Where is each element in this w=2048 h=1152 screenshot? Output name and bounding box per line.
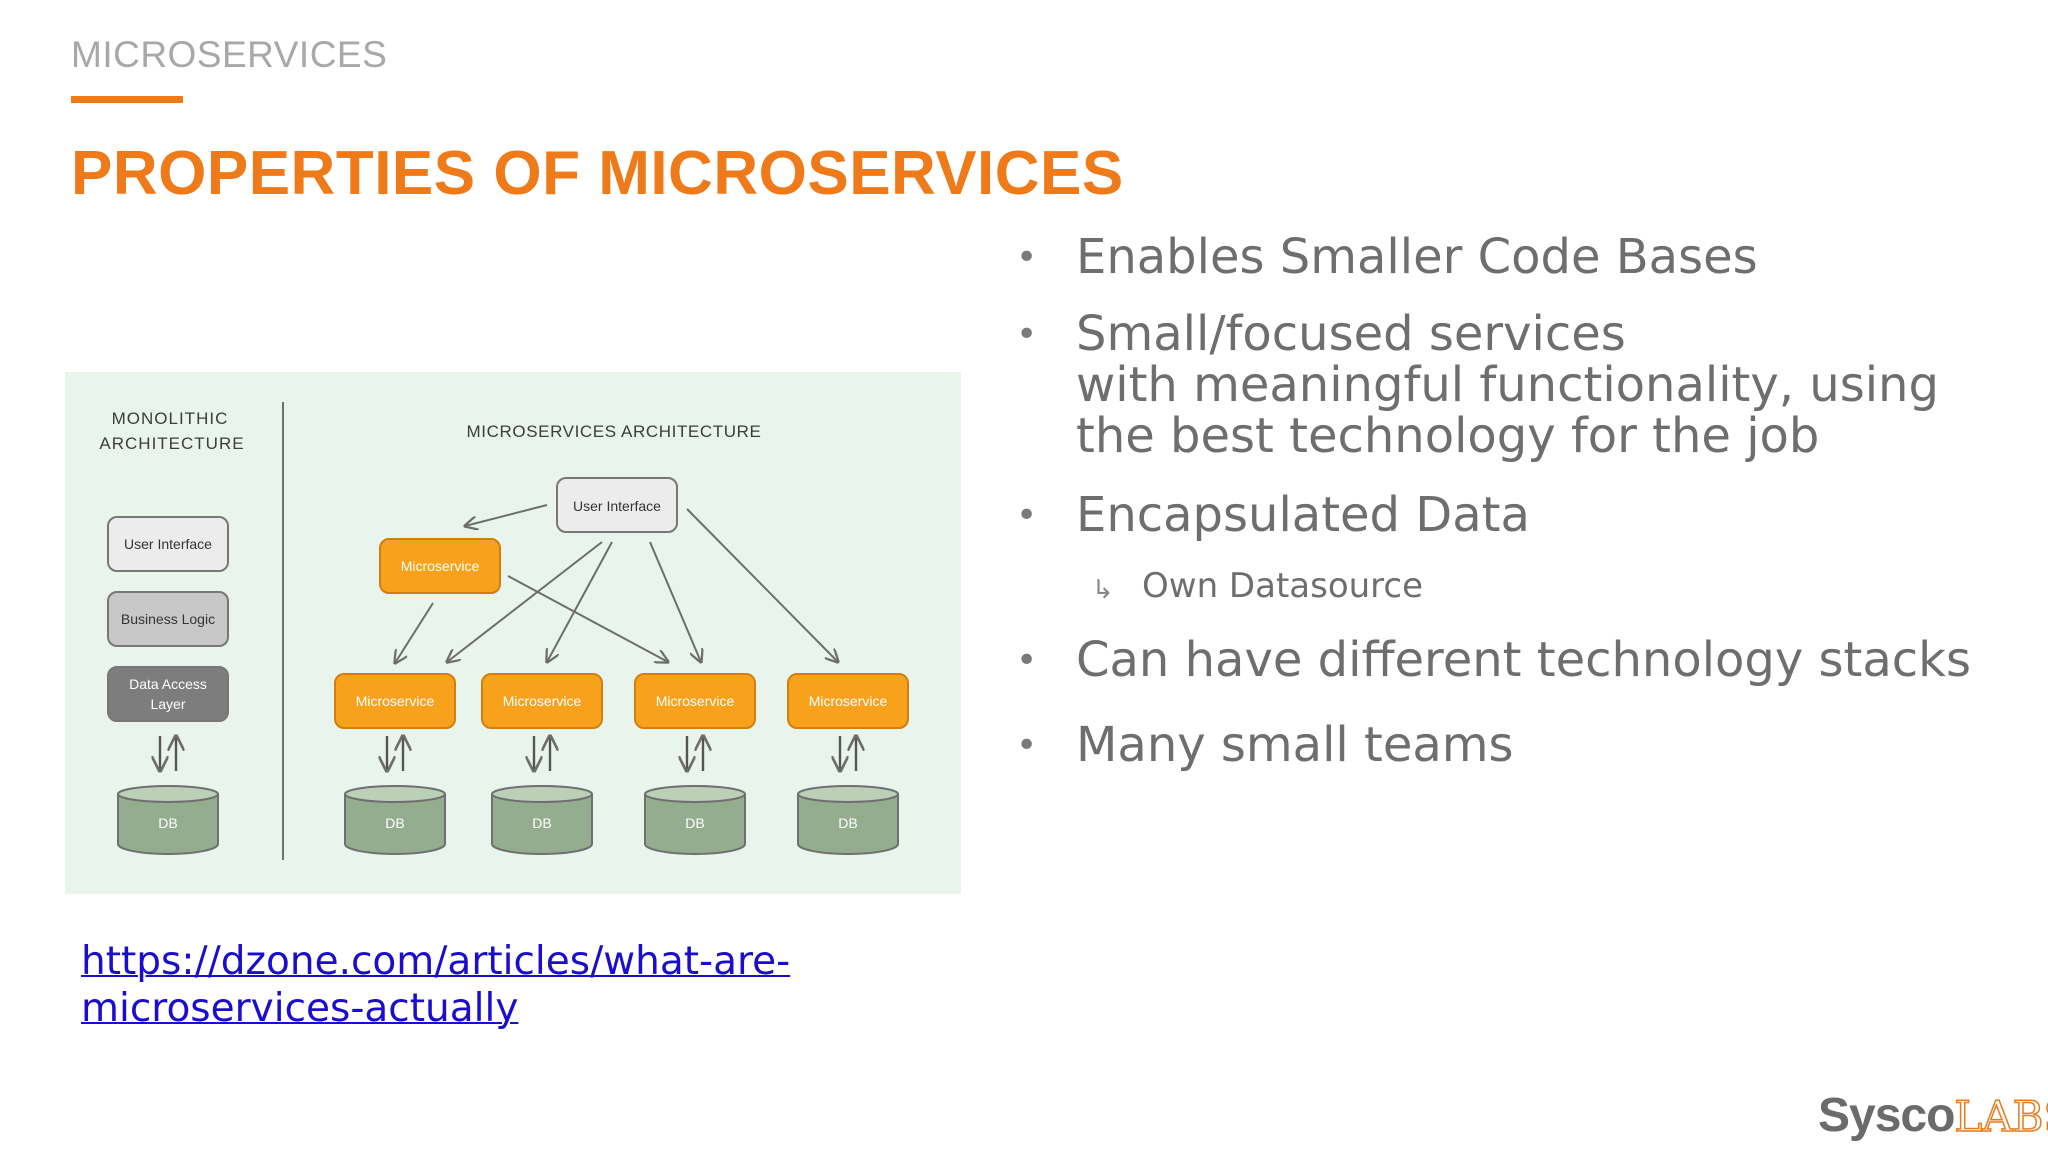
mono-ui-box	[107, 516, 229, 572]
mono-logic-box	[107, 591, 229, 647]
microservice-4-label: Microservice	[809, 693, 888, 709]
monolithic-title-line2: ARCHITECTURE	[99, 434, 244, 453]
microservices-architecture-title: MICROSERVICES ARCHITECTURE	[467, 422, 762, 441]
bullet-encapsulated-data: • Encapsulated Data	[1010, 490, 2010, 541]
monolithic-stack: User Interface Business Logic Data Acces…	[107, 516, 229, 722]
bullet-text-line3: the best technology for the job	[1076, 408, 1820, 464]
link-line1: https://dzone.com/articles/what-are-	[81, 939, 791, 984]
db-label-2: DB	[532, 815, 551, 831]
mono-dal-label-line1: Data Access	[129, 676, 207, 692]
logo-labs: LABS	[1954, 1091, 2048, 1142]
bullet-dot: •	[1016, 314, 1038, 355]
db-cylinder-4: DB	[797, 785, 899, 855]
bullet-focused-services: • Small/focused services with meaningful…	[1010, 309, 2010, 462]
db-label-3: DB	[685, 815, 704, 831]
arrow-ui-to-ms4	[686, 508, 838, 662]
microservice-top-label: Microservice	[401, 558, 480, 574]
bullet-text: Encapsulated Data	[1076, 487, 1530, 543]
db-cylinder-1: DB	[344, 785, 446, 855]
bullet-small-teams: • Many small teams	[1010, 720, 2010, 771]
sysco-labs-logo: SyscoLABS	[1818, 1090, 2048, 1143]
microservice-3-box	[634, 673, 756, 729]
property-list: • Enables Smaller Code Bases • Small/foc…	[1010, 232, 2010, 771]
arrow-top-ms-to-ms3	[507, 575, 668, 662]
mono-logic-label: Business Logic	[121, 611, 215, 627]
bullet-dot: •	[1016, 640, 1038, 681]
bullet-smaller-code-bases: • Enables Smaller Code Bases	[1010, 232, 2010, 283]
db-cylinder-3: DB	[644, 785, 746, 855]
bullet-technology-stacks: • Can have different technology stacks	[1010, 635, 2010, 686]
microservice-2-label: Microservice	[503, 693, 582, 709]
mono-dal-box	[107, 666, 229, 722]
arrow-top-ms-to-ms1	[395, 602, 434, 663]
section-label: MICROSERVICES	[71, 34, 388, 75]
bullet-text-line2: with meaningful functionality, using	[1076, 357, 1939, 413]
bullet-text: Can have different technology stacks	[1076, 632, 1971, 688]
db-arrows	[160, 736, 856, 771]
micro-ui-label: User Interface	[573, 498, 661, 514]
microservice-1-label: Microservice	[356, 693, 435, 709]
arrow-ui-to-ms2	[547, 541, 613, 662]
architecture-diagram: MONOLITHIC ARCHITECTURE MICROSERVICES AR…	[65, 372, 961, 894]
db-cylinder-mono: DB	[117, 785, 219, 855]
microservice-2-box	[481, 673, 603, 729]
bullet-text-line1: Small/focused services	[1076, 306, 1626, 362]
sub-bullet-own-datasource: ↳ Own Datasource	[1010, 561, 2010, 611]
bullet-text: Many small teams	[1076, 717, 1514, 773]
monolithic-title-line1: MONOLITHIC	[112, 409, 229, 428]
source-article-link[interactable]: https://dzone.com/articles/what-are- mic…	[81, 938, 841, 1032]
microservice-3-label: Microservice	[656, 693, 735, 709]
db-label-4: DB	[838, 815, 857, 831]
sub-bullet-text: Own Datasource	[1142, 566, 1424, 606]
link-line2: microservices-actually	[81, 986, 519, 1031]
microservice-top-box	[379, 538, 501, 594]
mono-dal-label-line2: Layer	[150, 696, 185, 712]
microservice-4-box	[787, 673, 909, 729]
section-underline	[71, 96, 183, 103]
mono-ui-label: User Interface	[124, 536, 212, 552]
bullet-dot: •	[1016, 495, 1038, 536]
db-cylinder-2: DB	[491, 785, 593, 855]
micro-ui-box	[556, 477, 678, 533]
connection-arrows	[395, 504, 838, 663]
arrow-ui-to-ms3	[649, 541, 701, 662]
slide-title: PROPERTIES OF MICROSERVICES	[71, 139, 1124, 208]
microservice-1-box	[334, 673, 456, 729]
db-label-1: DB	[385, 815, 404, 831]
bullet-dot: •	[1016, 237, 1038, 278]
sub-bullet-arrow-icon: ↳	[1092, 575, 1114, 605]
logo-sysco: Sysco	[1818, 1089, 1955, 1142]
db-label-mono: DB	[158, 815, 177, 831]
arrow-ui-to-top-microservice	[465, 504, 548, 526]
arrow-ui-to-ms1	[447, 541, 603, 662]
bullet-dot: •	[1016, 725, 1038, 766]
bullet-text: Enables Smaller Code Bases	[1076, 229, 1758, 285]
